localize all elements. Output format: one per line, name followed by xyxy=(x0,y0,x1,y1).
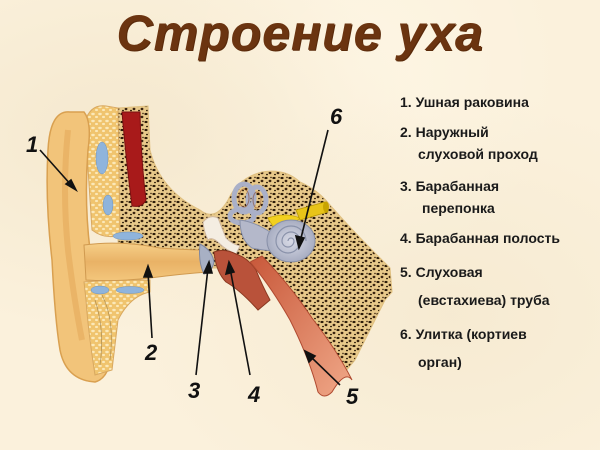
legend-item-3: 3. Барабанная xyxy=(400,178,499,194)
legend-number: 2. xyxy=(400,124,412,140)
auricle-inner-fold xyxy=(62,129,85,341)
legend-number: 1. xyxy=(400,94,412,110)
legend-item-2-line2: слуховой проход xyxy=(418,146,538,162)
ossicles xyxy=(202,216,241,255)
legend-text: Барабанная полость xyxy=(415,230,560,246)
legend-item-5-line2: (евстахиева) труба xyxy=(418,292,550,308)
marker-5: 5 xyxy=(346,384,359,409)
marker-6: 6 xyxy=(330,104,343,129)
legend-text: Слуховая xyxy=(415,264,483,280)
legend-number: 3. xyxy=(400,178,412,194)
cartilage xyxy=(90,141,145,295)
legend-item-3-line2: перепонка xyxy=(422,200,495,216)
legend-item-2: 2. Наружный xyxy=(400,124,489,140)
legend-text: Ушная раковина xyxy=(415,94,529,110)
legend-item-6: 6. Улитка (кортиев xyxy=(400,326,527,342)
pointer-arrows xyxy=(39,129,341,386)
legend-item-6-line2: орган) xyxy=(418,354,462,370)
marker-4: 4 xyxy=(248,382,261,407)
legend-number: 6. xyxy=(400,326,412,342)
blood-vessel xyxy=(121,111,147,207)
legend-text: Наружный xyxy=(415,124,489,140)
marker-1: 1 xyxy=(26,132,39,157)
eustachian-tube xyxy=(249,255,353,397)
legend-item-4: 4. Барабанная полость xyxy=(400,230,560,246)
marker-3: 3 xyxy=(188,378,201,403)
legend-text: Барабанная xyxy=(415,178,500,194)
legend-number: 4. xyxy=(400,230,412,246)
legend-text: Улитка (кортиев xyxy=(415,326,527,342)
lower-tissue xyxy=(83,279,151,376)
page-title: Строение уха xyxy=(116,5,484,61)
legend-item-5: 5. Слуховая xyxy=(400,264,483,280)
legend-number: 5. xyxy=(400,264,412,280)
legend-item-1: 1. Ушная раковина xyxy=(400,94,529,110)
marker-2: 2 xyxy=(145,340,158,365)
cochlea xyxy=(266,219,316,263)
